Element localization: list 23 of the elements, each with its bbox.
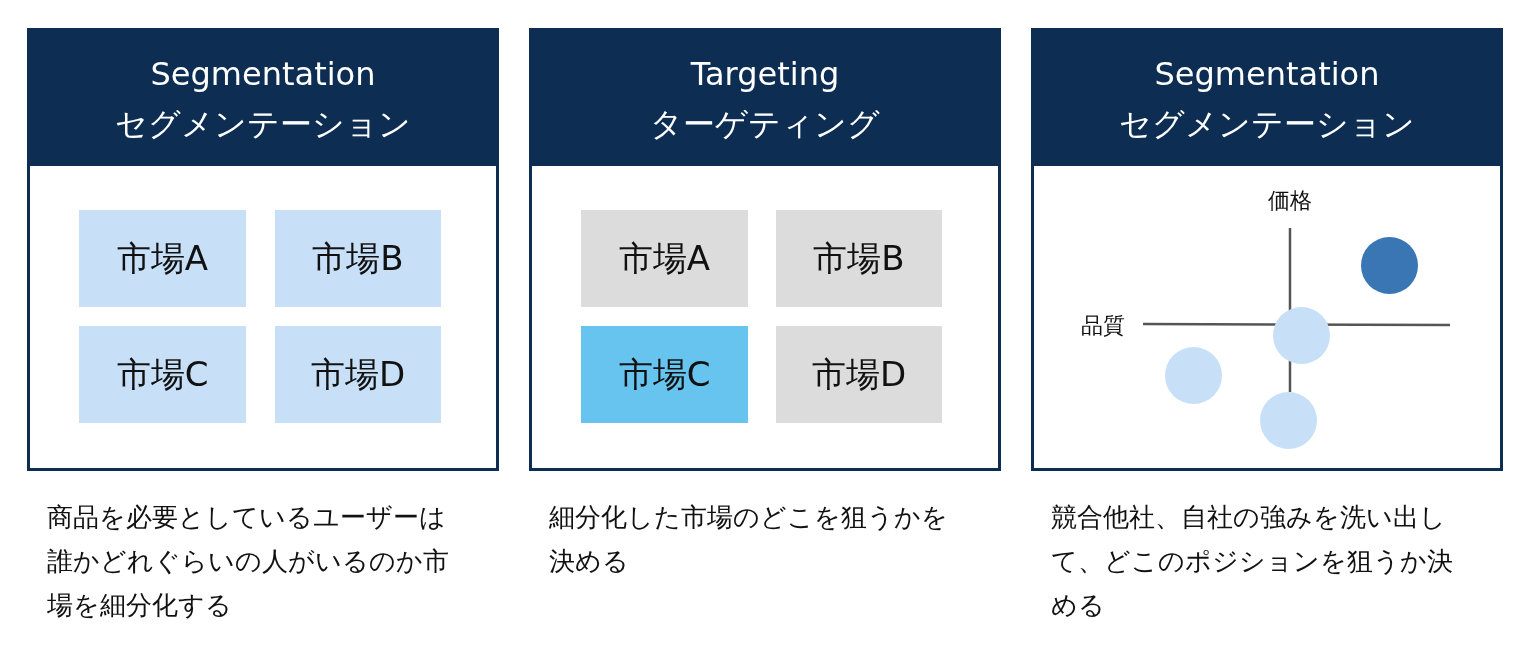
- position-circle: [1165, 347, 1222, 404]
- panel: [1031, 28, 1503, 471]
- market-box: 市場D: [275, 326, 441, 423]
- description-text: 細分化した市場のどこを狙うかを決める: [549, 501, 949, 578]
- market-box: 市場C: [581, 326, 748, 423]
- market-box: 市場B: [275, 210, 441, 307]
- panel-header: Segmentation セグメンテーション: [30, 31, 496, 166]
- description-text: 商品を必要としているユーザーは誰かどれぐらいの人がいるのか市場を細分化する: [47, 501, 450, 622]
- axis-label: 価格: [1268, 187, 1312, 215]
- panel-header: Segmentation セグメンテーション: [1034, 31, 1500, 166]
- market-box: 市場B: [776, 210, 942, 307]
- axis-label: 品質: [1081, 312, 1125, 340]
- market-box: 市場A: [79, 210, 246, 307]
- description-text: 競合他社、自社の強みを洗い出して、どこのポジションを狙うか決める: [1051, 501, 1454, 622]
- panel: [27, 28, 499, 471]
- market-box: 市場A: [581, 210, 748, 307]
- position-circle: [1273, 307, 1330, 364]
- panel-header: Targeting ターゲティング: [532, 31, 998, 166]
- position-circle: [1361, 237, 1418, 294]
- market-box: 市場D: [776, 326, 942, 423]
- market-box: 市場C: [79, 326, 246, 423]
- panel: [529, 28, 1001, 471]
- position-circle: [1260, 392, 1317, 449]
